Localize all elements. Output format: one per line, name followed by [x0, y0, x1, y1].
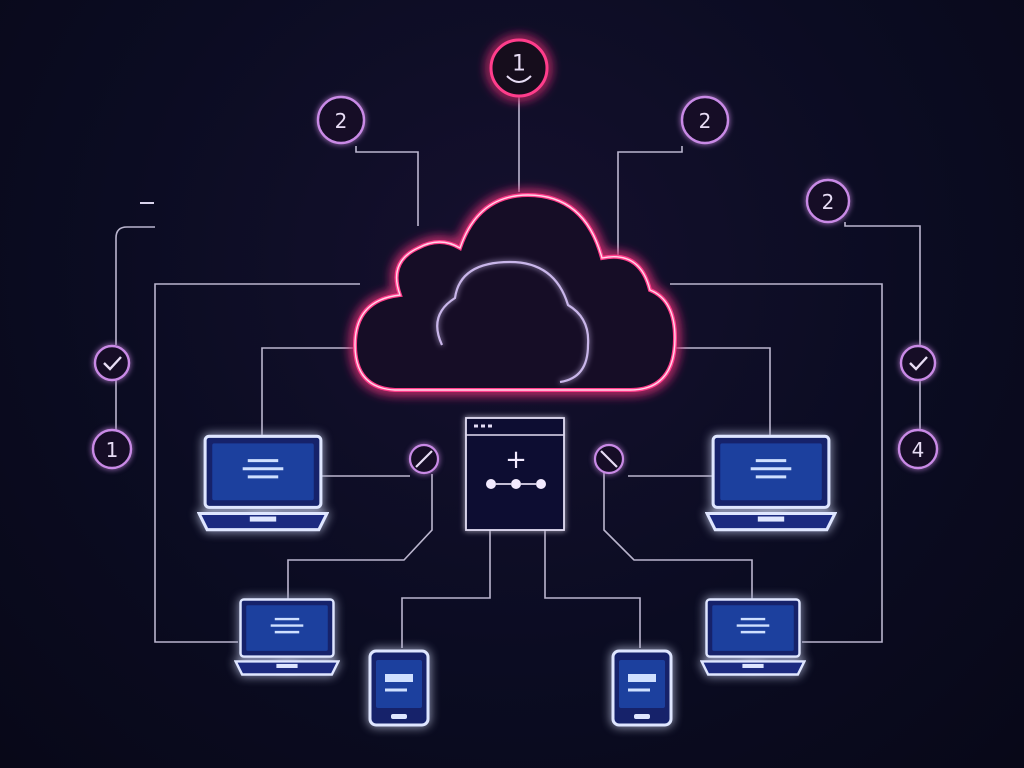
badge-right-lower: [897, 428, 939, 470]
wire-cloud-to-right-laptop: [672, 347, 771, 436]
wire-left-node-down: [287, 474, 433, 600]
badge-right-lower-label: 4: [912, 438, 925, 462]
wire-hub-to-left-tablet: [401, 488, 491, 648]
wire-right-outer: [670, 283, 883, 643]
badge-far-right: [805, 178, 851, 224]
network-hub-icon: [465, 417, 565, 531]
wire-cloud-to-left-laptop: [261, 347, 360, 436]
tablet-icon: [368, 649, 430, 727]
wire-upper-right: [617, 146, 683, 268]
checkmark-icon: [899, 344, 937, 382]
blocked-icon: [593, 443, 625, 475]
wire-left-bracket: [115, 226, 155, 345]
wire-right-node-down: [603, 470, 753, 600]
laptop-icon: [234, 598, 340, 676]
wire-hub-to-right-tablet: [544, 488, 641, 648]
smile-icon: [506, 75, 532, 83]
tablet-icon: [611, 649, 673, 727]
badge-top: [489, 38, 549, 98]
checkmark-icon: [93, 344, 131, 382]
connection-wires: [115, 95, 921, 648]
hub-plus-symbol: +: [505, 445, 527, 475]
badge-top-label: 1: [512, 52, 526, 77]
wire-far-right: [844, 222, 921, 345]
badge-far-right-label: 2: [822, 190, 835, 214]
wire-left-outer: [154, 283, 360, 643]
badge-upper-left-label: 2: [335, 109, 348, 133]
badge-left-lower-label: 1: [106, 438, 119, 462]
cloud-icon: [352, 192, 678, 392]
badge-upper-left: [316, 95, 366, 145]
badge-upper-right-label: 2: [699, 109, 712, 133]
wire-upper-left: [355, 146, 419, 226]
laptop-icon: [197, 434, 329, 532]
badge-left-lower: [91, 428, 133, 470]
laptop-icon: [705, 434, 837, 532]
laptop-icon: [700, 598, 806, 676]
hub-port-left: [486, 479, 496, 489]
hub-port-right: [536, 479, 546, 489]
badge-upper-right: [680, 95, 730, 145]
hub-port-center: [511, 479, 521, 489]
blocked-icon: [408, 443, 440, 475]
